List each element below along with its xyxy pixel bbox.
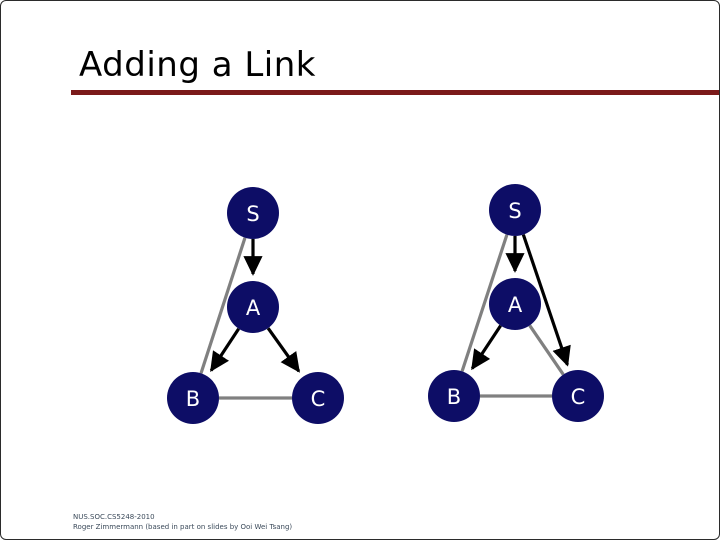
node-circle-B [167, 372, 219, 424]
node-circle-B [428, 370, 480, 422]
node-circle-C [292, 372, 344, 424]
graph-edge-after-adding-link-S-B [460, 234, 509, 372]
graph-node-before-adding-link-S: S [227, 187, 279, 239]
footer-author-line: Roger Zimmermann (based in part on slide… [73, 523, 293, 531]
footer-course-line: NUS.SOC.CS5248-2010 [73, 513, 155, 521]
node-label-B: B [186, 387, 200, 411]
graph-edge-after-adding-link-A-C [528, 324, 565, 376]
page-title: Adding a Link [79, 45, 316, 85]
graph-edge-before-adding-link-A-C [266, 327, 301, 373]
graph-edge-before-adding-link-A-B [209, 327, 241, 373]
graph-node-before-adding-link-C: C [292, 372, 344, 424]
network-graphs: S A B C S A B C [167, 184, 604, 424]
graph-node-after-adding-link-S: S [489, 184, 541, 236]
node-circle-A [489, 278, 541, 330]
graph-edge-after-adding-link-A-B [470, 324, 502, 371]
node-circle-S [489, 184, 541, 236]
graph-nodes: S A B C S A B C [167, 184, 604, 424]
graph-node-before-adding-link-B: B [167, 372, 219, 424]
title-divider [71, 90, 719, 95]
node-circle-A [227, 281, 279, 333]
diagram-area: S A B C S A B C [1, 151, 719, 451]
node-label-C: C [311, 387, 326, 411]
graph-node-after-adding-link-B: B [428, 370, 480, 422]
graph-edge-before-adding-link-S-B [199, 237, 247, 374]
node-label-C: C [571, 385, 586, 409]
graph-edge-after-adding-link-S-C [521, 234, 571, 367]
graph-node-after-adding-link-C: C [552, 370, 604, 422]
node-label-A: A [508, 293, 523, 317]
graph-node-before-adding-link-A: A [227, 281, 279, 333]
node-circle-C [552, 370, 604, 422]
graph-node-after-adding-link-A: A [489, 278, 541, 330]
node-label-S: S [246, 202, 259, 226]
node-label-S: S [508, 199, 521, 223]
slide-footer: NUS.SOC.CS5248-2010 Roger Zimmermann (ba… [73, 512, 292, 532]
node-label-B: B [447, 385, 461, 409]
node-circle-S [227, 187, 279, 239]
graph-edges [199, 234, 571, 400]
node-label-A: A [246, 296, 261, 320]
